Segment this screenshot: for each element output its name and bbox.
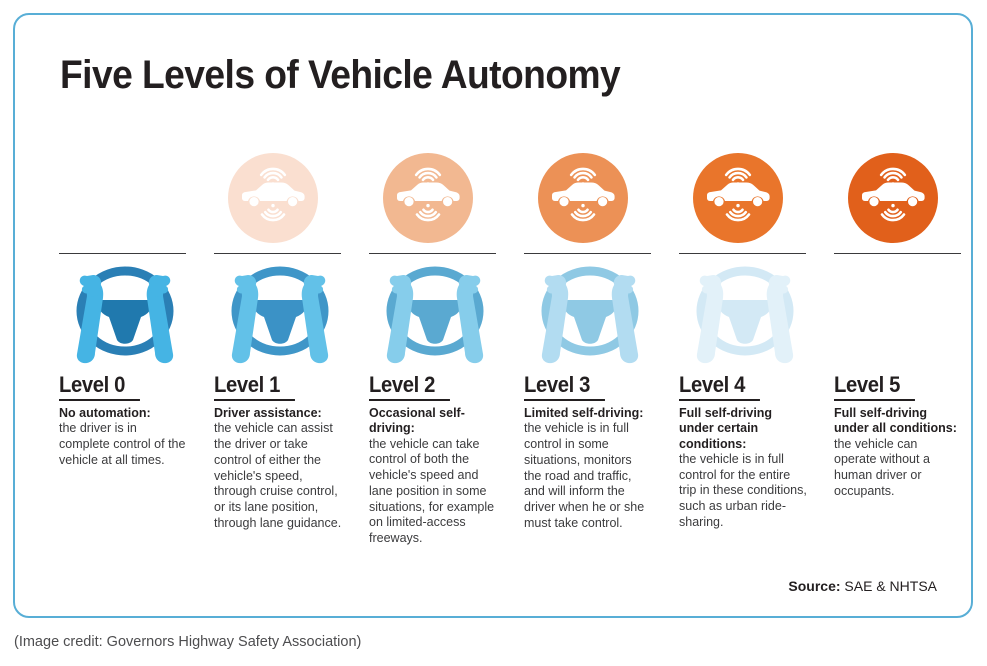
column-divider xyxy=(679,253,806,254)
level-column-1[interactable]: Level 1 Driver assistance:the vehicle can… xyxy=(214,145,369,547)
column-divider xyxy=(369,253,496,254)
level-heading: Level 4 xyxy=(679,372,760,401)
level-description: the driver is in complete control of the… xyxy=(59,421,186,467)
level-column-4[interactable]: Level 4 Full self-driving under certain c… xyxy=(679,145,834,547)
level-subtitle: No automation: xyxy=(59,406,151,420)
level-description: the vehicle is in full control in some s… xyxy=(524,421,645,530)
level-subtitle: Driver assistance: xyxy=(214,406,322,420)
level-description: the vehicle is in full control for the e… xyxy=(679,451,807,529)
image-credit: (Image credit: Governors Highway Safety … xyxy=(14,634,362,650)
level-description: the vehicle can operate without a human … xyxy=(834,436,930,498)
source-credit: Source: SAE & NHTSA xyxy=(788,578,937,594)
autonomy-icon-slot xyxy=(214,145,369,250)
steering-wheel-hands-icon xyxy=(834,254,987,372)
level-subtitle: Full self-driving under certain conditio… xyxy=(679,406,773,451)
steering-wheel-hands-icon xyxy=(369,254,524,372)
car-radar-icon xyxy=(228,153,318,243)
steering-wheel-hands-icon xyxy=(524,254,679,372)
level-heading: Level 3 xyxy=(524,372,605,401)
level-column-5[interactable]: Level 5 Full self-driving under all condi… xyxy=(834,145,987,547)
page-title: Five Levels of Vehicle Autonomy xyxy=(60,53,621,97)
level-heading: Level 5 xyxy=(834,372,915,401)
level-subtitle: Limited self-driving: xyxy=(524,406,644,420)
source-label: Source: xyxy=(788,578,841,594)
infographic-card: Five Levels of Vehicle Autonomy Level 0 N… xyxy=(13,13,973,618)
autonomy-icon-slot xyxy=(834,145,987,250)
column-divider xyxy=(59,253,186,254)
car-radar-icon xyxy=(848,153,938,243)
level-subtitle: Occasional self-driving: xyxy=(369,406,465,436)
level-heading: Level 1 xyxy=(214,372,295,401)
levels-row: Level 0 No automation:the driver is in co… xyxy=(59,145,961,547)
car-radar-icon xyxy=(383,153,473,243)
level-description: the vehicle can take control of both the… xyxy=(369,436,495,546)
autonomy-icon-slot xyxy=(524,145,679,250)
level-column-0[interactable]: Level 0 No automation:the driver is in co… xyxy=(59,145,214,547)
car-radar-icon xyxy=(693,153,783,243)
column-divider xyxy=(214,253,341,254)
source-value: SAE & NHTSA xyxy=(840,578,937,594)
column-divider xyxy=(524,253,651,254)
steering-wheel-hands-icon xyxy=(59,254,214,372)
level-heading: Level 0 xyxy=(59,372,140,401)
car-radar-icon xyxy=(538,153,628,243)
level-heading: Level 2 xyxy=(369,372,450,401)
steering-wheel-hands-icon xyxy=(679,254,834,372)
level-description: the vehicle can assist the driver or tak… xyxy=(214,421,342,530)
autonomy-icon-slot xyxy=(59,145,214,250)
level-column-3[interactable]: Level 3 Limited self-driving:the vehicle … xyxy=(524,145,679,547)
column-divider xyxy=(834,253,961,254)
level-subtitle: Full self-driving under all conditions: xyxy=(834,406,957,436)
level-column-2[interactable]: Level 2 Occasional self-driving:the vehic… xyxy=(369,145,524,547)
autonomy-icon-slot xyxy=(369,145,524,250)
steering-wheel-hands-icon xyxy=(214,254,369,372)
autonomy-icon-slot xyxy=(679,145,834,250)
